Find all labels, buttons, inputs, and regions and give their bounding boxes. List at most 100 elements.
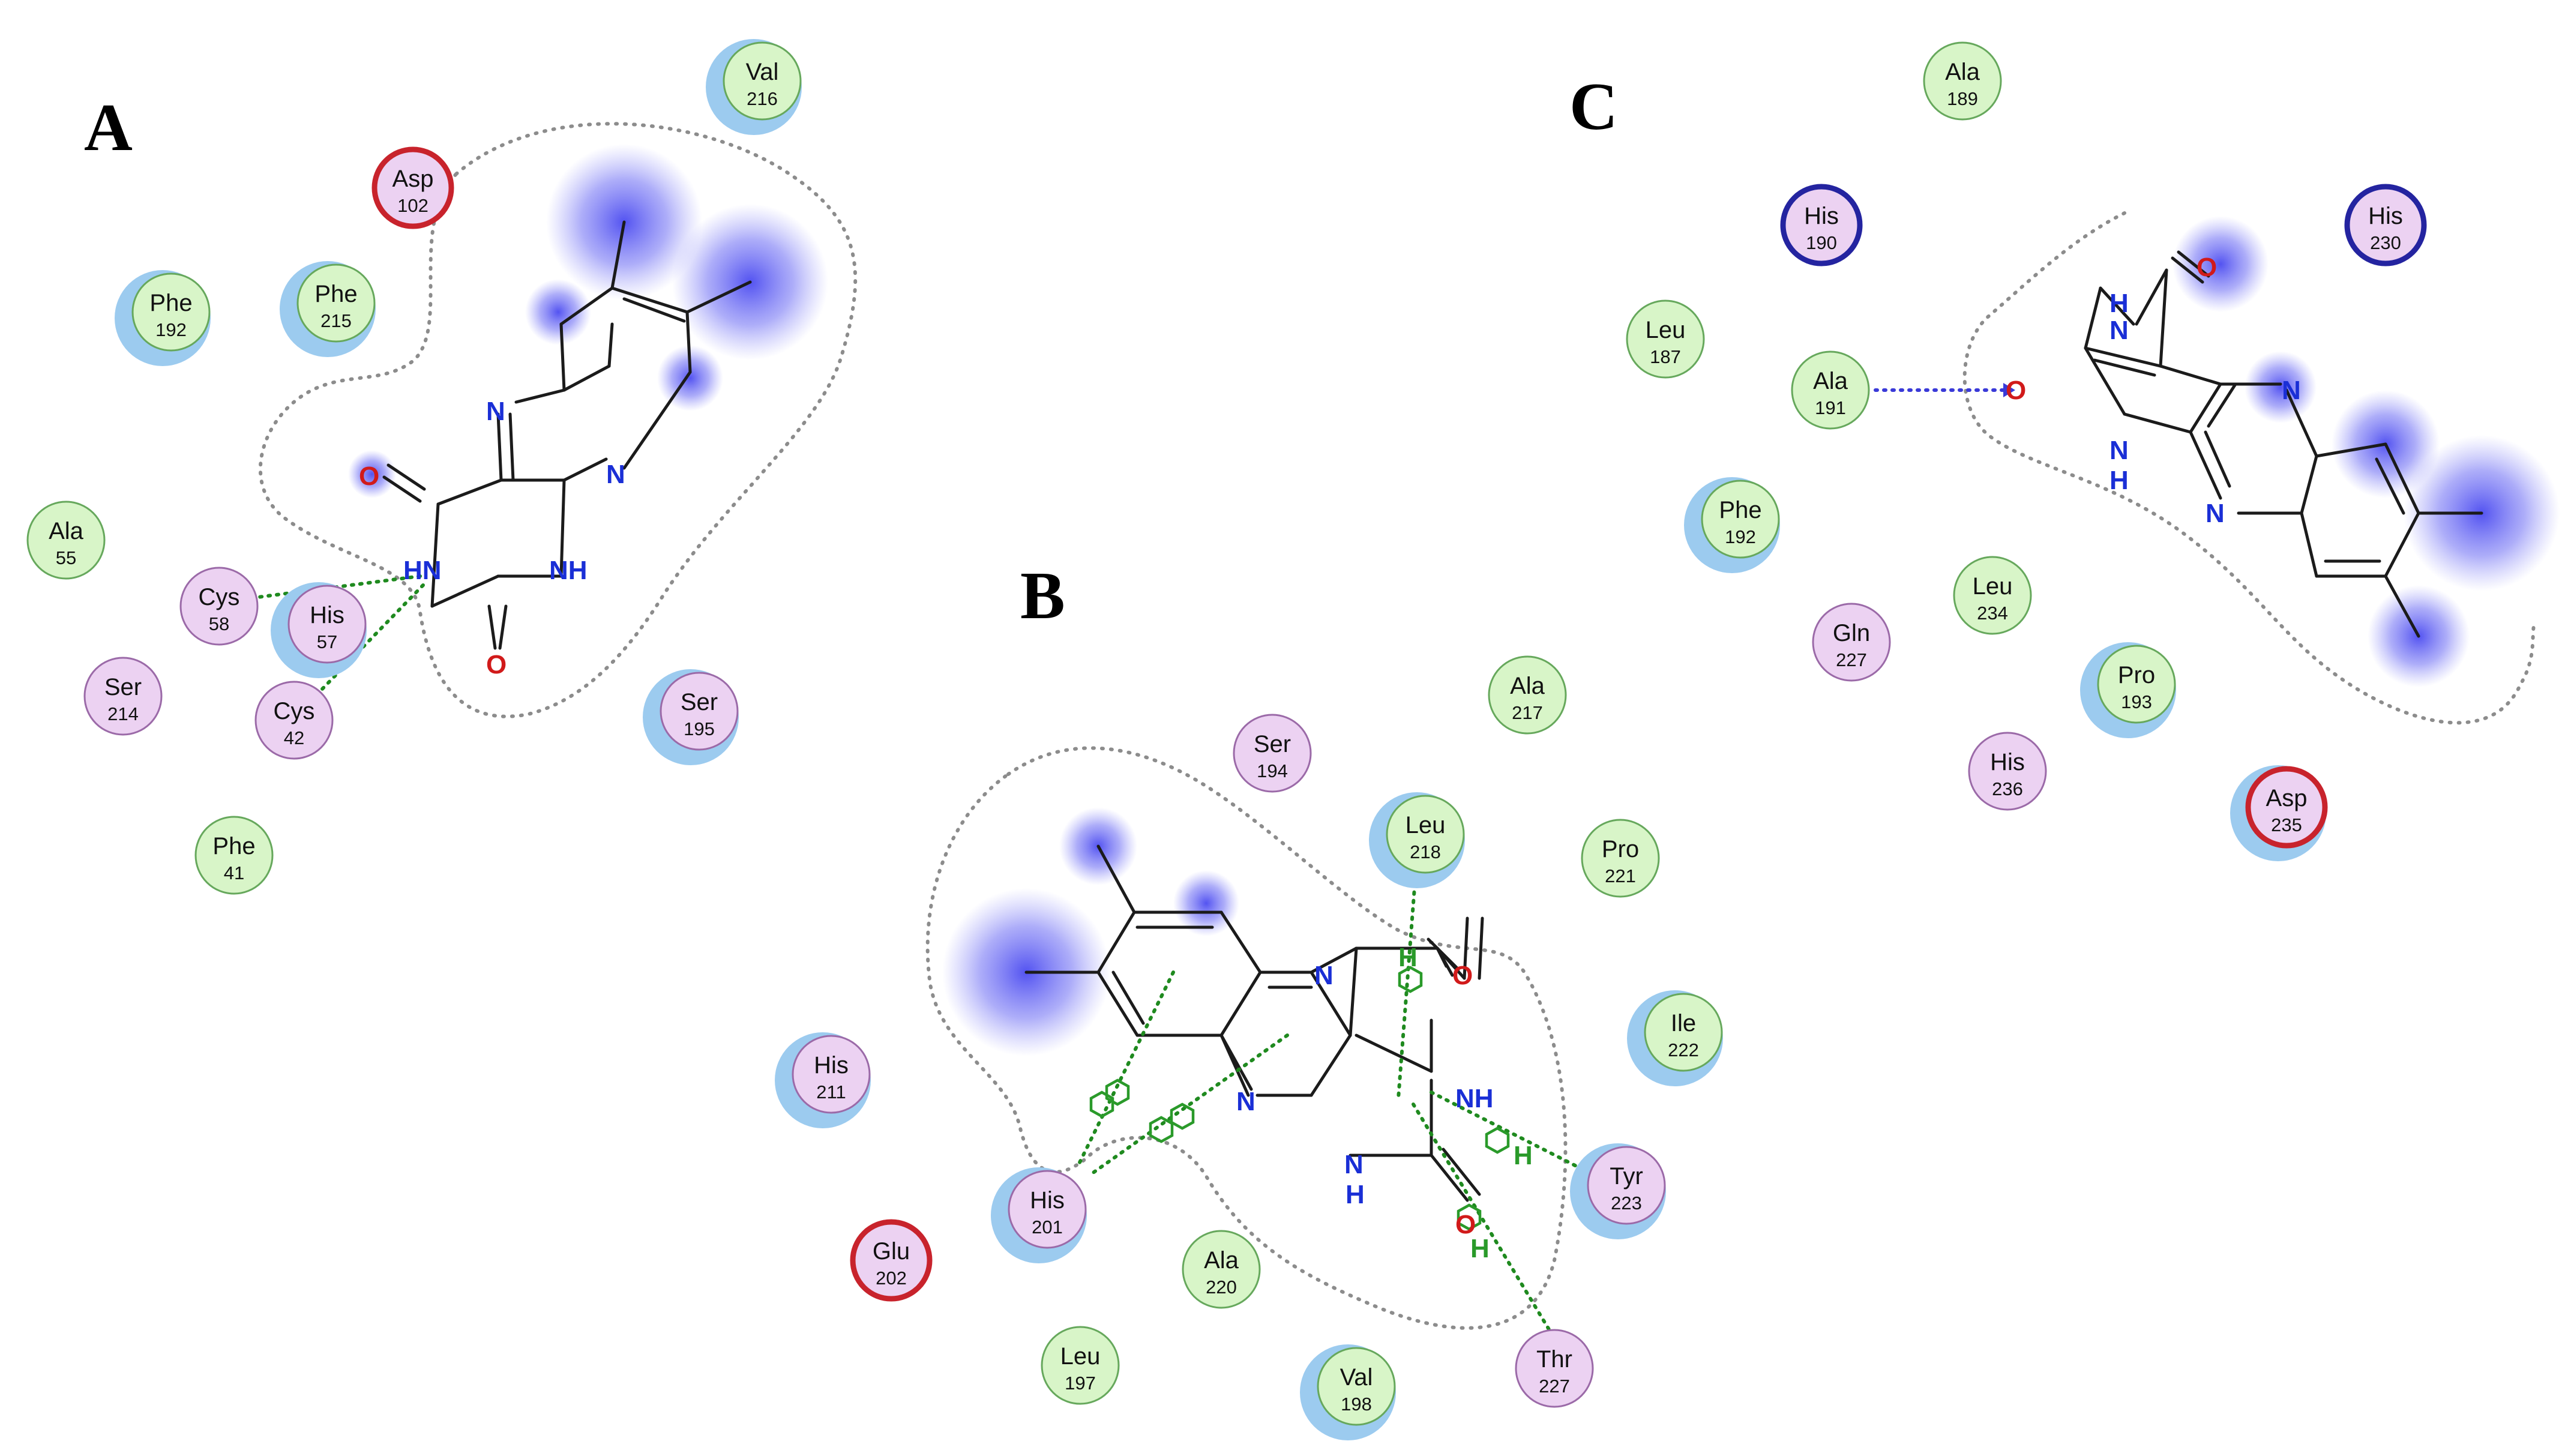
bond — [514, 388, 566, 404]
bond — [508, 412, 515, 482]
bond — [2177, 250, 2210, 278]
atom-label: N — [2282, 376, 2301, 405]
residue-number: 227 — [1836, 649, 1867, 670]
residue-number: 193 — [2121, 691, 2152, 712]
residue-number: 216 — [747, 88, 778, 109]
residue-name: Ala — [1204, 1247, 1239, 1274]
bond — [2384, 511, 2420, 578]
residue-number: 198 — [1341, 1394, 1372, 1415]
bond — [1310, 1033, 1352, 1097]
residue-number: 58 — [209, 613, 229, 634]
panel-b-ligand — [1024, 844, 1484, 1202]
residue-name: Tyr — [1610, 1163, 1643, 1190]
residue-disc — [850, 1219, 933, 1302]
panel-c-exposure — [2173, 216, 2560, 687]
atom-label: H — [2109, 289, 2129, 318]
pi-ring-icon — [1485, 1127, 1510, 1154]
bond — [1096, 910, 1136, 974]
bond — [430, 502, 440, 608]
bond — [2135, 268, 2168, 326]
residue-disc — [371, 146, 454, 229]
atom-label: H — [2109, 466, 2129, 495]
bond — [1219, 910, 1262, 974]
residue-name: Ser — [1254, 731, 1291, 757]
residue-name: Ala — [49, 518, 84, 544]
panel-c-label: C — [1569, 70, 1618, 144]
residue-number: 192 — [155, 319, 187, 340]
bond — [2159, 364, 2222, 386]
bond — [1478, 916, 1484, 980]
residue-disc — [1488, 655, 1567, 735]
bond — [607, 322, 614, 368]
bond — [1096, 844, 1136, 914]
residue-number: 234 — [1977, 603, 2008, 624]
residue-disc — [131, 272, 211, 352]
bond — [1349, 946, 1358, 1037]
pi-ring-icon — [1457, 1203, 1482, 1231]
bond — [2099, 286, 2135, 326]
ligand-exposure-blob — [525, 279, 591, 345]
residue-ala-55: Ala 55 — [26, 501, 106, 580]
bond — [685, 310, 692, 374]
atom-label: O — [1452, 961, 1473, 990]
bond — [2084, 346, 2126, 416]
residue-disc — [1626, 299, 1705, 379]
residue-number: 227 — [1539, 1376, 1570, 1397]
panel-c-residues: Ala189His190His230Leu187Ala191Phe192Leu2… — [1626, 41, 2427, 861]
residue-disc — [83, 657, 163, 736]
residue-number: 215 — [320, 310, 352, 331]
atom-label: O — [2197, 253, 2217, 282]
bond — [2384, 574, 2420, 638]
residue-number: 55 — [56, 547, 76, 568]
bond — [2123, 412, 2192, 434]
residue-name: Leu — [1646, 317, 1686, 343]
residue-number: 187 — [1650, 346, 1681, 367]
residue-number: 221 — [1605, 865, 1636, 886]
residue-disc — [2097, 645, 2176, 724]
bond — [2300, 511, 2318, 578]
residue-name: Asp — [2266, 785, 2308, 811]
bond — [1310, 946, 1358, 974]
bond — [685, 280, 752, 314]
hbond-line — [1430, 1090, 1598, 1178]
residue-disc — [1581, 819, 1660, 898]
bond — [382, 475, 422, 503]
ligand-exposure-blob — [1173, 870, 1239, 936]
bond — [2084, 346, 2162, 368]
bond — [2189, 430, 2222, 500]
residue-number: 197 — [1065, 1373, 1096, 1394]
bond — [1310, 970, 1352, 1037]
residue-name: His — [1030, 1187, 1065, 1214]
panel-b-pocket-outline — [925, 746, 1568, 1330]
atom-label: N — [2109, 436, 2129, 465]
panel-a-label: A — [84, 91, 133, 165]
residue-number: 195 — [684, 718, 715, 739]
residue-disc — [1587, 1146, 1666, 1225]
atom-label: HN — [403, 556, 442, 585]
bond — [1111, 970, 1145, 1025]
bond — [559, 286, 614, 326]
residue-number: 230 — [2370, 232, 2401, 253]
bond — [436, 478, 503, 506]
atom-label: NH — [1455, 1084, 1494, 1113]
bond — [610, 220, 626, 290]
pi-ring-icon — [1170, 1103, 1195, 1130]
bond — [622, 370, 692, 470]
residue-disc — [2344, 184, 2427, 266]
residue-number: 202 — [876, 1268, 907, 1289]
residue-name: Thr — [1536, 1346, 1572, 1373]
